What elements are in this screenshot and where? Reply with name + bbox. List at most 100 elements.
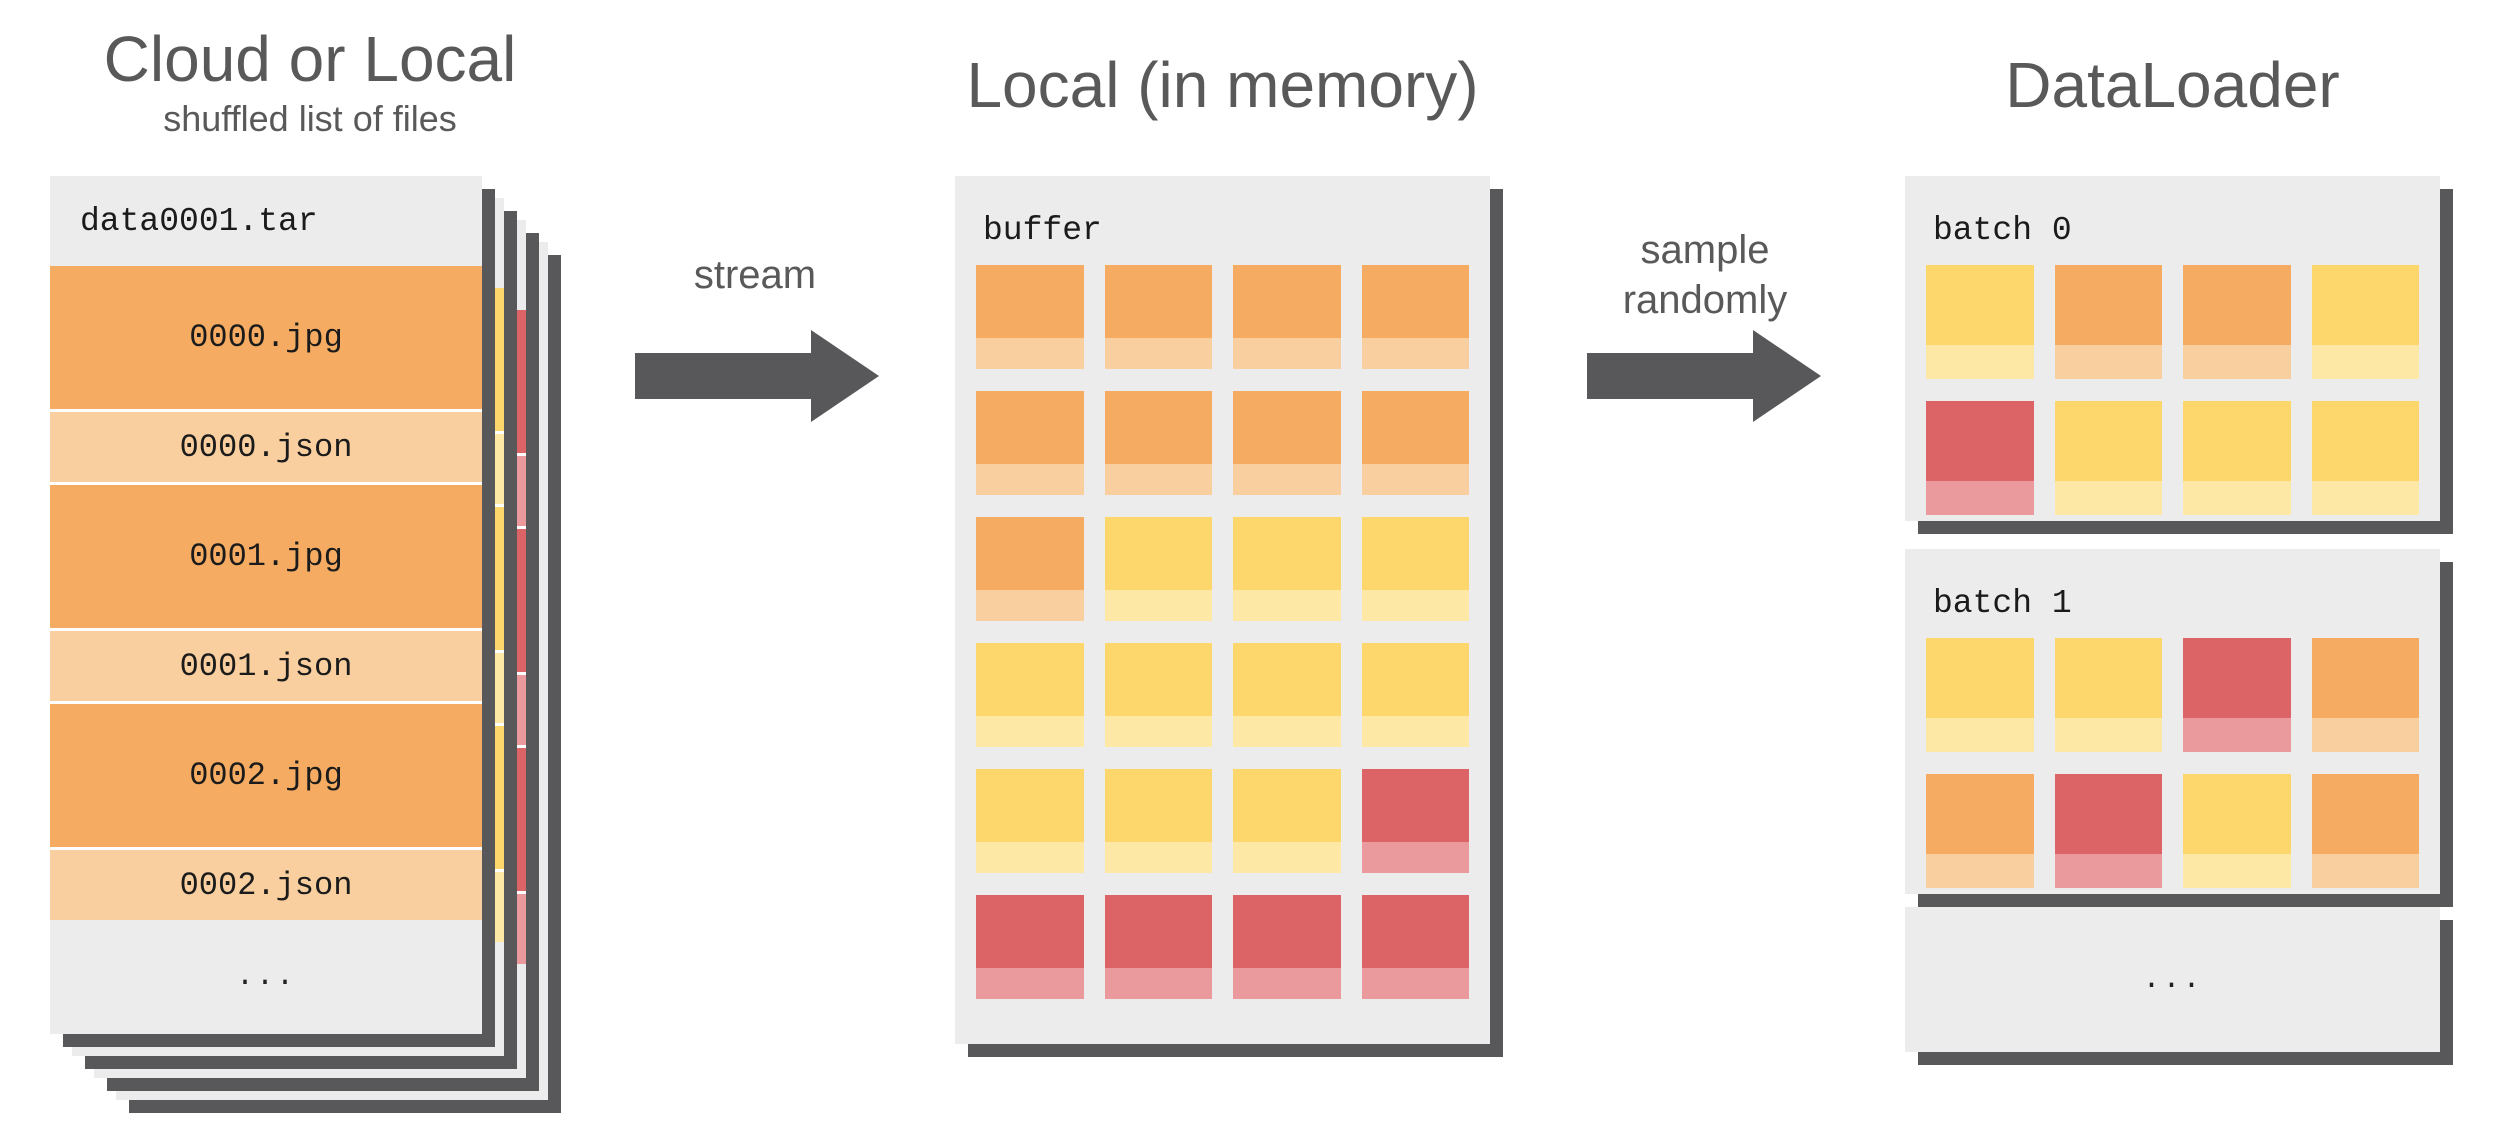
- source-column-subtitle: shuffled list of files: [163, 98, 457, 139]
- tile-bottom-strip: [1361, 968, 1469, 999]
- local-column-title: Local (in memory): [966, 49, 1479, 121]
- batch0-tile-r0-c1: [2054, 265, 2162, 379]
- tar-row-0002.json: 0002.json: [50, 850, 482, 920]
- batch1-tile-r1-c3: [2311, 774, 2419, 888]
- batch1-tile-r1-c2: [2183, 774, 2291, 888]
- tile-bottom-strip: [2054, 718, 2162, 752]
- tile-bottom-strip: [1104, 968, 1212, 999]
- batch1-tile-r0-c2: [2183, 638, 2291, 752]
- tile-bottom-strip: [1104, 842, 1212, 873]
- buffer-tile-grid: [976, 265, 1469, 999]
- more-batches-card: ...: [1905, 907, 2440, 1052]
- batch1-tile-r0-c3: [2311, 638, 2419, 752]
- tile-bottom-strip: [976, 842, 1084, 873]
- tar-card-footer: ...: [235, 960, 296, 994]
- buffer-tile-r0-c0: [976, 265, 1084, 369]
- buffer-tile-r5-c2: [1233, 895, 1341, 999]
- tile-bottom-strip: [2183, 718, 2291, 752]
- sample-arrow-shaft: [1587, 353, 1755, 399]
- buffer-card: buffer: [955, 176, 1490, 1044]
- buffer-tile-r0-c2: [1233, 265, 1341, 369]
- batch1-tile-r1-c1: [2054, 774, 2162, 888]
- source-column-title: Cloud or Local: [103, 23, 517, 95]
- tile-bottom-strip: [1104, 590, 1212, 621]
- buffer-tile-r1-c3: [1361, 391, 1469, 495]
- tile-bottom-strip: [2311, 718, 2419, 752]
- tile-bottom-strip: [1233, 338, 1341, 369]
- tar-row-0002.jpg: 0002.jpg: [50, 704, 482, 847]
- tile-bottom-strip: [976, 338, 1084, 369]
- tile-bottom-strip: [976, 716, 1084, 747]
- tile-bottom-strip: [1233, 464, 1341, 495]
- buffer-card-header: buffer: [983, 212, 1102, 249]
- sample-arrow-label: sample randomly: [1585, 225, 1825, 325]
- buffer-tile-r3-c3: [1361, 643, 1469, 747]
- stream-arrow-icon: [635, 330, 880, 422]
- buffer-tile-r2-c3: [1361, 517, 1469, 621]
- batch0-tile-r1-c0: [1926, 401, 2034, 515]
- tile-bottom-strip: [2311, 481, 2419, 515]
- batch0-tile-r1-c3: [2311, 401, 2419, 515]
- tar-row-0001.json: 0001.json: [50, 631, 482, 701]
- tile-bottom-strip: [1926, 481, 2034, 515]
- batch-0-tile-grid: [1926, 265, 2419, 515]
- tile-bottom-strip: [976, 590, 1084, 621]
- batch-0-card: batch 0: [1905, 176, 2440, 521]
- tile-bottom-strip: [1361, 842, 1469, 873]
- buffer-tile-r1-c2: [1233, 391, 1341, 495]
- tile-bottom-strip: [976, 464, 1084, 495]
- tile-bottom-strip: [1361, 716, 1469, 747]
- tile-bottom-strip: [1233, 716, 1341, 747]
- tar-row-0000.json: 0000.json: [50, 412, 482, 482]
- batch1-tile-r0-c0: [1926, 638, 2034, 752]
- batch-1-card: batch 1: [1905, 549, 2440, 894]
- sample-arrow-icon: [1587, 330, 1822, 422]
- batch0-tile-r1-c1: [2054, 401, 2162, 515]
- tile-bottom-strip: [2183, 481, 2291, 515]
- batch-1-card-header: batch 1: [1933, 585, 2072, 622]
- buffer-tile-r2-c1: [1104, 517, 1212, 621]
- tile-bottom-strip: [1233, 842, 1341, 873]
- tile-bottom-strip: [1361, 338, 1469, 369]
- tile-bottom-strip: [2311, 345, 2419, 379]
- tile-bottom-strip: [1233, 590, 1341, 621]
- buffer-tile-r3-c1: [1104, 643, 1212, 747]
- tile-bottom-strip: [2054, 854, 2162, 888]
- batch-0-card-header: batch 0: [1933, 212, 2072, 249]
- tile-bottom-strip: [1104, 716, 1212, 747]
- tile-bottom-strip: [2183, 345, 2291, 379]
- sample-arrow-head: [1753, 330, 1821, 422]
- tile-bottom-strip: [2183, 854, 2291, 888]
- batch0-tile-r0-c3: [2311, 265, 2419, 379]
- batch0-tile-r0-c2: [2183, 265, 2291, 379]
- buffer-tile-r4-c0: [976, 769, 1084, 873]
- buffer-tile-r4-c1: [1104, 769, 1212, 873]
- buffer-tile-r3-c2: [1233, 643, 1341, 747]
- buffer-tile-r5-c0: [976, 895, 1084, 999]
- buffer-tile-r0-c1: [1104, 265, 1212, 369]
- buffer-tile-r3-c0: [976, 643, 1084, 747]
- tile-bottom-strip: [1104, 464, 1212, 495]
- sample-arrow-label-line2: randomly: [1622, 278, 1788, 322]
- tile-bottom-strip: [1104, 338, 1212, 369]
- tile-bottom-strip: [976, 968, 1084, 999]
- buffer-tile-r0-c3: [1361, 265, 1469, 369]
- sample-arrow-label-line1: sample: [1640, 228, 1770, 272]
- stream-arrow-label: stream: [693, 253, 817, 297]
- buffer-tile-r2-c0: [976, 517, 1084, 621]
- tar-card-header: data0001.tar: [80, 202, 318, 240]
- tile-bottom-strip: [2311, 854, 2419, 888]
- tile-bottom-strip: [1361, 590, 1469, 621]
- buffer-tile-r1-c1: [1104, 391, 1212, 495]
- buffer-tile-r5-c3: [1361, 895, 1469, 999]
- tile-bottom-strip: [2054, 345, 2162, 379]
- buffer-tile-r4-c2: [1233, 769, 1341, 873]
- batch0-tile-r1-c2: [2183, 401, 2291, 515]
- batch1-tile-r0-c1: [2054, 638, 2162, 752]
- tile-bottom-strip: [1361, 464, 1469, 495]
- tile-bottom-strip: [1233, 968, 1341, 999]
